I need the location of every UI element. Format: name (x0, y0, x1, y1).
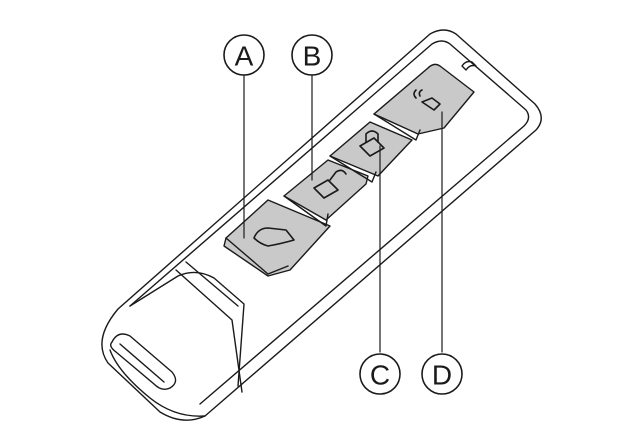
callout-c-circle (359, 353, 401, 395)
keyring-slot-inner (119, 343, 165, 383)
callout-a-circle (223, 34, 265, 76)
tailgate-button[interactable] (223, 199, 331, 277)
fob-side-contour (109, 349, 206, 417)
horn-button[interactable] (373, 63, 475, 141)
fob-mid-groove (185, 261, 239, 307)
unlock-button[interactable] (283, 159, 369, 227)
callout-b-circle (291, 34, 333, 76)
callout-d-label: D (432, 360, 452, 391)
callout-d-circle (421, 353, 463, 395)
callout-a-label: A (235, 41, 254, 72)
horn-icon (413, 89, 441, 111)
fob-end-cap-edge (175, 269, 243, 393)
unlock-icon (313, 169, 347, 199)
car-tailgate-icon (253, 227, 295, 247)
lock-icon (359, 130, 385, 157)
lock-button[interactable] (329, 121, 413, 183)
fob-inner-bevel (129, 40, 530, 405)
callout-b-label: B (303, 41, 322, 72)
led-indicator-icon (461, 60, 477, 71)
keyring-slot (109, 333, 177, 391)
callout-c-label: C (370, 360, 390, 391)
